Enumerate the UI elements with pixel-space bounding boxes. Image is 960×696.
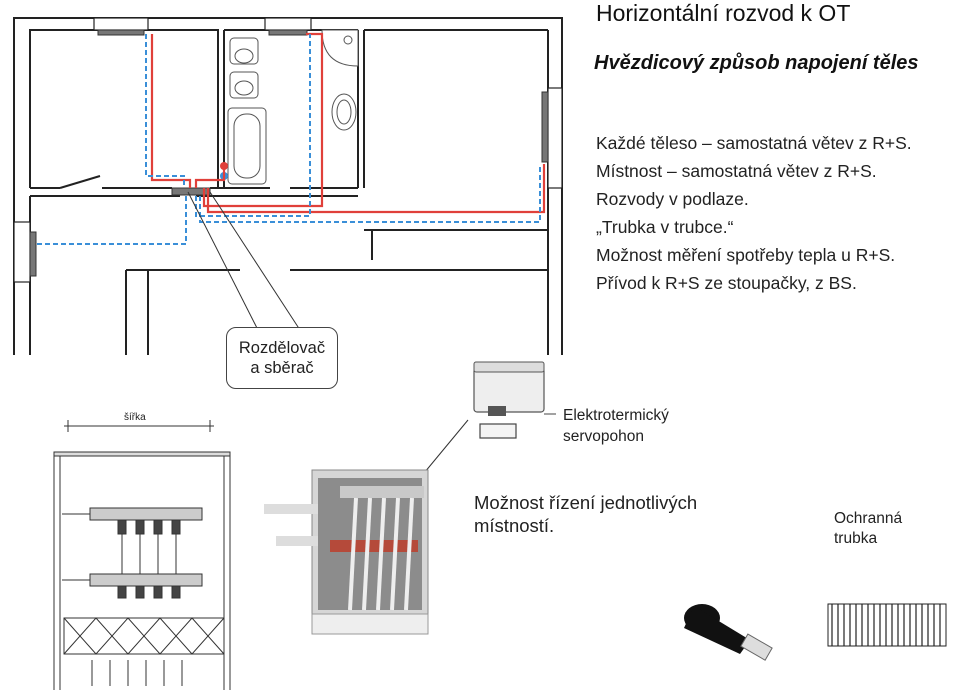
slide-subtitle: Hvězdicový způsob napojení těles [594,52,919,74]
protective-tube-illustration [684,603,947,661]
servo-actuator-illustration [473,361,556,439]
bullet-item: Přívod k R+S ze stoupačky, z BS. [596,273,857,293]
bathroom-fixtures [227,29,359,185]
protective-tube-line2: trubka [834,530,878,547]
bullet-item: Možnost měření spotřeby tepla u R+S. [596,245,896,265]
protective-tube-line1: Ochranná [834,510,903,527]
protective-tube-label: Ochranná trubka [834,509,902,549]
bullet-item: Rozvody v podlaze. [596,189,749,209]
radiators [29,29,549,277]
building-walls [13,17,563,355]
manifold-callout: Rozdělovač a sběrač [226,327,338,389]
room-control-line2: místností. [474,515,555,536]
servo-label-line2: servopohon [563,428,645,445]
return-pipes [36,34,541,245]
bullet-item: Místnost – samostatná větev z R+S. [596,161,877,181]
slide-title: Horizontální rozvod k OT [596,0,851,26]
servo-label-line1: Elektrotermický [563,407,669,424]
manifold-callout-line2: a sběrač [250,359,314,377]
dimension-label: šířka [124,412,146,423]
manifold-technical-drawing [53,420,231,690]
bullet-list: Každé těleso – samostatná větev z R+S. M… [596,132,956,300]
servo-label: Elektrotermický servopohon [563,405,669,447]
room-control-line1: Možnost řízení jednotlivých [474,492,698,513]
manifold-cabinet-illustration [264,469,429,635]
manifold-callout-line1: Rozdělovač [238,339,326,357]
room-control-label: Možnost řízení jednotlivých místností. [474,491,697,537]
bullet-item: „Trubka v trubce.“ [596,217,734,237]
bullet-item: Každé těleso – samostatná větev z R+S. [596,133,912,153]
supply-pipes [150,32,546,214]
windows [13,17,563,283]
supply-pipe-valve [220,162,228,170]
